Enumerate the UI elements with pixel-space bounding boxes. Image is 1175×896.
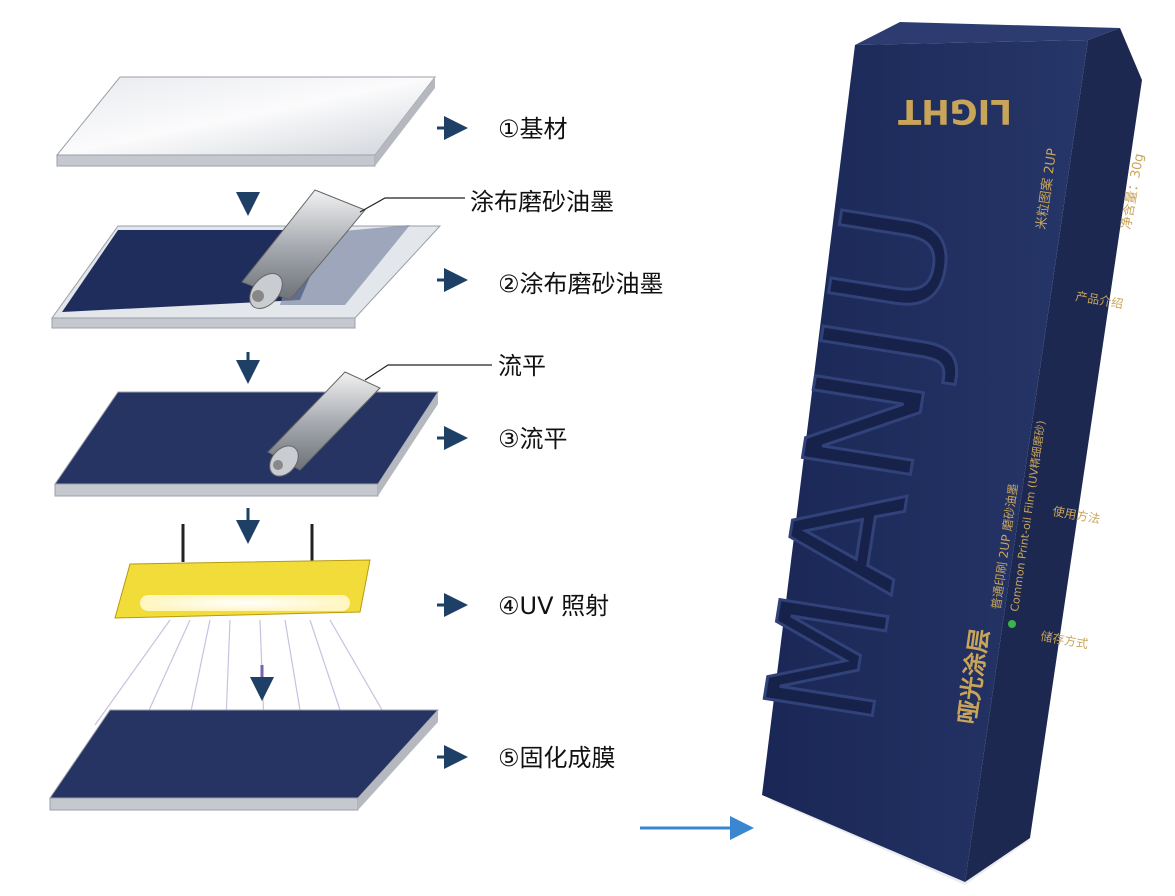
product-box: LIGHT MANJU 米粒图案 2UP 普通印刷 2UP 磨砂油墨 Commo… [732,22,1147,885]
step-label: ②涂布磨砂油墨 [498,270,664,298]
step-label: ③流平 [498,425,568,453]
step-label: ④UV 照射 [498,592,609,620]
step-label: ⑤固化成膜 [498,744,616,772]
uv-lamp-icon [94,524,386,751]
callout-line [359,197,465,213]
box-top-mark: LIGHT [897,91,1012,131]
right-arrow-icon [437,116,468,769]
green-dot-icon [1008,620,1016,628]
callout-coating: 涂布磨砂油墨 [470,188,614,216]
callout-leveling: 流平 [498,352,546,380]
roller-icon [241,189,366,309]
roller-icon [267,371,381,477]
coating-slab [51,189,442,329]
step-label: ①基材 [498,115,568,143]
substrate-slab [55,76,437,167]
leveling-slab [54,371,439,497]
cured-film-slab [49,709,440,811]
callout-line [364,364,492,381]
